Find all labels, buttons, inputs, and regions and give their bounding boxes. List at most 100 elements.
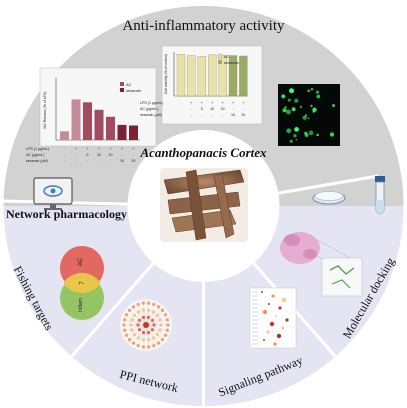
chart-right-cell-2-2: -	[201, 113, 203, 117]
chart-left-cell-0-0: -	[64, 147, 66, 151]
pathway-plot-panel	[249, 287, 297, 349]
ppi-edge	[133, 306, 147, 326]
fluorescence-dot	[300, 105, 302, 108]
pathway-dot	[268, 303, 270, 305]
fluorescence-dot	[290, 89, 293, 91]
chart-left-bar-2	[83, 102, 92, 140]
pathway-dot	[282, 327, 284, 329]
chart-right-cell-0-2: +	[201, 101, 203, 105]
chart-right-cell-2-5: 10	[231, 113, 235, 117]
fluorescence-dot	[282, 108, 287, 113]
chart-right-cell-2-0: -	[180, 113, 182, 117]
fluorescence-dot	[281, 94, 286, 99]
ppi-node	[158, 328, 162, 332]
ppi-edge	[143, 303, 147, 326]
ppi-node	[132, 313, 137, 317]
chart-left-bars	[60, 99, 138, 140]
ppi-node	[141, 345, 145, 349]
chart-no-release: NO Release (% of LPS) AC sesamin LPS (1 …	[26, 67, 157, 163]
chart-right-bar-5	[228, 55, 238, 97]
ppi-edge	[124, 324, 147, 331]
ppi-network-graphic	[120, 299, 172, 351]
ppi-edge	[126, 314, 147, 326]
chart-left-cell-0-5: +	[121, 147, 123, 151]
fluorescence-image	[278, 84, 340, 146]
ppi-node	[141, 338, 145, 342]
fluorescence-dot	[295, 138, 298, 141]
legend-left-sesamin-swatch	[120, 88, 124, 92]
fluorescence-dot	[294, 98, 299, 103]
eye-pupil-icon	[50, 188, 56, 194]
pathway-dot	[276, 333, 282, 339]
chart-right-cell-0-3: +	[211, 101, 213, 105]
pathway-dots	[252, 291, 289, 346]
fluorescence-dot	[286, 128, 292, 134]
fluorescence-dot	[312, 107, 317, 112]
fluorescence-dot	[287, 98, 291, 102]
tube-cap	[375, 176, 385, 182]
chart-right-cell-2-3: -	[212, 113, 214, 117]
chart-right-cell-0-4: +	[222, 101, 224, 105]
tube-liquid	[376, 200, 384, 214]
chart-left-bar-3	[94, 109, 104, 140]
chart-right-bar-6	[239, 55, 248, 97]
venn-label-inflam: Inflam	[78, 298, 84, 312]
legend-right-sesamin: sesamin	[224, 60, 239, 65]
ppi-node	[141, 315, 146, 319]
chart-right-cell-2-4: -	[222, 113, 224, 117]
legend-left-ac-swatch	[120, 82, 124, 86]
pathway-dot	[263, 339, 265, 341]
ppi-node	[123, 328, 127, 332]
chart-left-cell-2-0: -	[64, 159, 66, 163]
fluorescence-dot	[307, 89, 310, 93]
ppi-node	[141, 331, 146, 335]
chart-left-ylabel: NO Release (% of LPS)	[43, 92, 47, 129]
venn-overlap	[63, 272, 101, 294]
ppi-node	[155, 313, 160, 317]
ppi-edge	[138, 304, 147, 326]
chart-left-row-label-1: AC (µg/mL)	[26, 153, 44, 157]
ppi-hub-node	[143, 322, 149, 328]
ppi-edge	[145, 324, 163, 340]
ppi-edge	[143, 324, 147, 347]
fluorescence-dot	[310, 87, 314, 91]
pathway-dot	[261, 291, 263, 293]
ppi-edge	[145, 324, 159, 344]
fluorescence-dot	[310, 104, 313, 107]
ppi-edge	[145, 306, 159, 326]
fluorescence-dot	[304, 133, 309, 137]
molecular-docking-graphic	[280, 232, 363, 297]
fluorescence-dot	[294, 127, 299, 132]
ppi-node	[166, 323, 170, 327]
pathway-dot	[281, 297, 287, 303]
chart-left-bar-5	[117, 124, 127, 140]
ppi-node	[137, 328, 142, 332]
ppi-node	[165, 318, 169, 322]
ppi-edge	[126, 324, 147, 336]
network-pharmacology-label: Network pharmacology	[6, 207, 127, 221]
ppi-node	[147, 345, 151, 349]
venn-label-mid: 7	[80, 281, 86, 285]
ppi-node	[156, 305, 161, 309]
chart-right-ylabel: Cell viability (% of control)	[164, 54, 168, 94]
ligand-structure	[329, 265, 355, 275]
pathway-dot	[275, 315, 277, 317]
ppi-node	[136, 323, 140, 327]
ppi-node	[122, 323, 126, 327]
ppi-edge	[145, 324, 168, 331]
pathway-dot	[266, 330, 270, 334]
chart-right-bar-3	[208, 54, 217, 97]
chart-right-cell-0-6: +	[242, 101, 244, 105]
chart-left-cell-1-5: -	[121, 153, 123, 157]
chart-right-bars	[176, 54, 248, 97]
ppi-node	[136, 302, 140, 307]
fluorescence-dot	[331, 103, 336, 108]
chart-right-row-label-0: LPS (1 µg/mL)	[140, 101, 163, 105]
fluorescence-dot	[304, 114, 307, 117]
chart-left-cell-1-4: 20	[109, 153, 113, 157]
monitor-icon	[33, 177, 73, 210]
chart-left-cell-2-5: 10	[120, 159, 124, 163]
chart-left-bar-6	[129, 125, 138, 140]
